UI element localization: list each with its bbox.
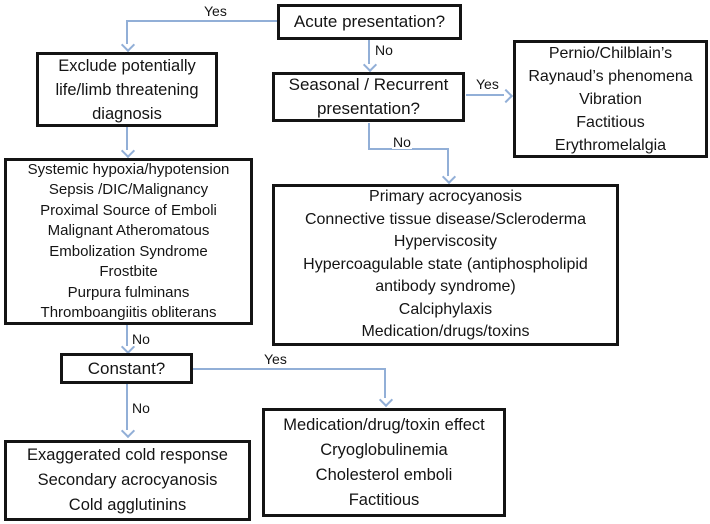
- label-constant-yes: Yes: [263, 351, 288, 367]
- decision-box-seasonal-recurrent: Seasonal / Recurrent presentation?: [272, 72, 465, 122]
- arrowhead-down-icon: [120, 143, 136, 159]
- arrowhead-right-icon: [498, 88, 514, 104]
- connector-segment: [126, 384, 128, 430]
- label-constant-no: No: [131, 400, 151, 416]
- outcome-box-systemic-causes: Systemic hypoxia/hypotension Sepsis /DIC…: [4, 158, 253, 325]
- arrowhead-down-icon: [120, 37, 136, 53]
- decision-box-acute-presentation: Acute presentation?: [277, 4, 462, 40]
- label-systemic-no: No: [131, 331, 151, 347]
- decision-box-constant: Constant?: [60, 353, 193, 384]
- connector-segment: [126, 325, 128, 346]
- connector-segment: [384, 368, 386, 398]
- arrowhead-down-icon: [362, 57, 378, 73]
- connector-segment: [368, 148, 449, 150]
- connector-segment: [368, 123, 370, 150]
- arrowhead-down-icon: [378, 392, 394, 408]
- connector-segment: [126, 127, 128, 150]
- outcome-box-pernio-raynauds: Pernio/Chilblain’s Raynaud’s phenomena V…: [513, 40, 708, 158]
- label-seasonal-yes: Yes: [475, 76, 500, 92]
- outcome-box-primary-acrocyanosis: Primary acrocyanosis Connective tissue d…: [272, 184, 619, 346]
- label-seasonal-no: No: [392, 134, 412, 150]
- connector-segment: [466, 94, 504, 96]
- connector-segment: [368, 40, 370, 64]
- label-acute-no: No: [374, 42, 394, 58]
- outcome-box-exaggerated-cold-response: Exaggerated cold response Secondary acro…: [4, 440, 251, 521]
- connector-segment: [193, 368, 386, 370]
- label-acute-yes: Yes: [203, 3, 228, 19]
- arrowhead-down-icon: [120, 423, 136, 439]
- arrowhead-down-icon: [441, 169, 457, 185]
- outcome-box-medication-toxin-effect: Medication/drug/toxin effect Cryoglobuli…: [262, 408, 506, 517]
- connector-segment: [126, 20, 128, 44]
- connector-segment: [447, 148, 449, 176]
- connector-segment: [126, 20, 278, 22]
- process-box-exclude-threatening: Exclude potentially life/limb threatenin…: [36, 52, 218, 127]
